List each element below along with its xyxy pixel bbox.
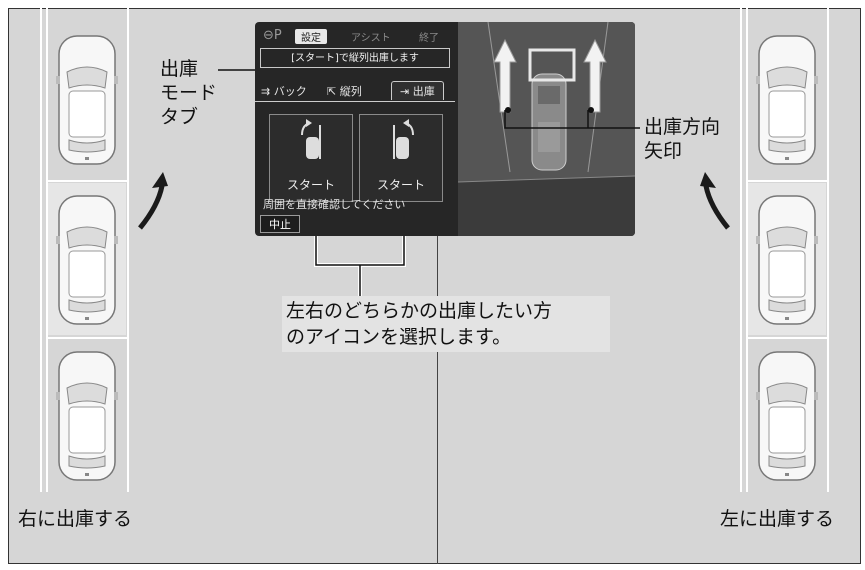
select-instruction-line2: のアイコンを選択します。 bbox=[286, 326, 512, 348]
tab-back[interactable]: ⇉ バック bbox=[261, 83, 307, 99]
exit-mode-tab-line2: モード bbox=[160, 81, 218, 104]
start-right-label: スタート bbox=[376, 178, 425, 192]
camera-own-car bbox=[531, 73, 567, 171]
camera-view bbox=[458, 22, 635, 236]
stop-button[interactable]: 中止 bbox=[260, 215, 300, 233]
tab-underline bbox=[255, 101, 455, 102]
exit-arrow-left-icon bbox=[138, 172, 168, 230]
tab-parallel[interactable]: ⇱ 縦列 bbox=[327, 83, 362, 99]
back-park-icon: ⇉ bbox=[261, 85, 271, 98]
select-instruction-callout: 左右のどちらかの出庫したい方 のアイコンを選択します。 bbox=[282, 296, 610, 352]
settings-button[interactable]: 設定 bbox=[295, 29, 327, 44]
power-p-icon: ⊖P bbox=[263, 28, 282, 43]
touch-screen: ⊖P 設定 アシスト 終了 [スタート]で縦列出庫します ⇉ バック ⇱ 縦列 … bbox=[255, 22, 635, 236]
exit-direction-arrow-annotation: 出庫方向 矢印 bbox=[644, 116, 720, 164]
exit-arrow-right-icon bbox=[700, 172, 730, 230]
exit-mode-tab-line3: タブ bbox=[160, 105, 199, 128]
tab-back-label: バック bbox=[273, 85, 307, 98]
exit-direction-arrow-right-icon bbox=[583, 38, 607, 113]
exit-right-label: 右に出庫する bbox=[18, 508, 133, 530]
center-divider bbox=[437, 236, 438, 564]
status-message: [スタート]で縦列出庫します bbox=[260, 48, 450, 68]
select-instruction-line1: 左右のどちらかの出庫したい方 bbox=[286, 300, 553, 322]
tab-parallel-label: 縦列 bbox=[339, 85, 362, 98]
exit-direction-arrow-line1: 出庫方向 bbox=[644, 116, 721, 138]
safety-notice: 周囲を直接確認してください bbox=[263, 198, 406, 211]
tab-exit-label: 出庫 bbox=[412, 85, 435, 98]
exit-direction-arrow-left-icon bbox=[493, 38, 517, 113]
mode-tabs: ⇉ バック ⇱ 縦列 ⇥ 出庫 bbox=[255, 80, 455, 102]
right-exit-car-icon bbox=[393, 119, 414, 159]
exit-mode-tab-line1: 出庫 bbox=[160, 58, 199, 80]
start-left-label: スタート bbox=[286, 178, 335, 192]
left-exit-car-icon bbox=[301, 119, 321, 159]
parallel-park-icon: ⇱ bbox=[327, 85, 337, 98]
exit-park-icon: ⇥ bbox=[400, 85, 410, 98]
start-right-exit-button[interactable]: スタート bbox=[359, 114, 443, 202]
exit-left-label: 左に出庫する bbox=[720, 508, 835, 530]
end-button[interactable]: 終了 bbox=[419, 33, 439, 44]
exit-mode-tab-annotation: 出庫 モード タブ bbox=[160, 58, 217, 129]
assist-button[interactable]: アシスト bbox=[351, 33, 391, 44]
screen-top-bar: ⊖P 設定 アシスト 終了 bbox=[259, 26, 454, 46]
start-left-exit-button[interactable]: スタート bbox=[269, 114, 353, 202]
tab-exit[interactable]: ⇥ 出庫 bbox=[391, 81, 444, 100]
exit-direction-arrow-line2: 矢印 bbox=[644, 139, 683, 162]
